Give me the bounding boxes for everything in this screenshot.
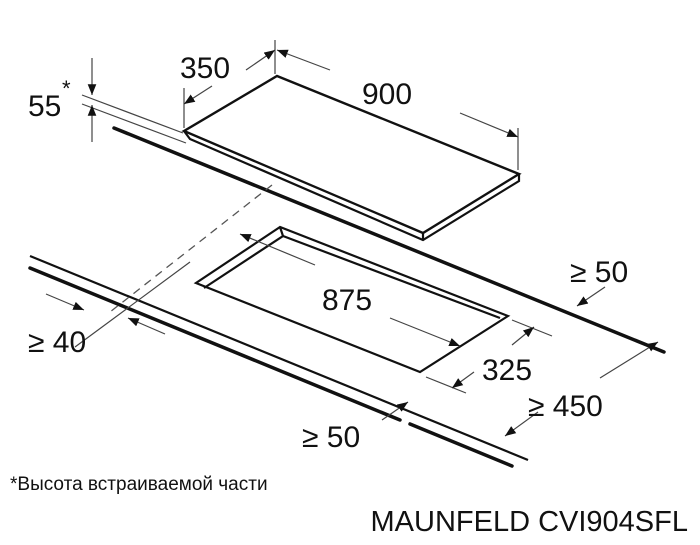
hob <box>81 74 522 242</box>
countertop-back-edge <box>112 126 666 354</box>
model-name: MAUNFELD CVI904SFL <box>370 506 689 538</box>
side-clearance-label: ≥ 40 <box>28 326 86 359</box>
countertop-front-edge <box>28 266 402 422</box>
built-in-height-label: 55 <box>28 90 61 123</box>
front-clearance-label: ≥ 50 <box>302 421 360 454</box>
countertop-depth-label: ≥ 450 <box>528 390 603 423</box>
countertop-front-edge-right <box>408 422 514 468</box>
footnote: *Высота встраиваемой части <box>10 474 268 495</box>
cutout-width-label: 875 <box>322 284 372 317</box>
built-in-height-asterisk: * <box>62 76 71 101</box>
hob-width-label: 900 <box>362 78 412 111</box>
dashed-projection-line <box>109 184 273 313</box>
cutout-depth-label: 325 <box>482 354 532 387</box>
back-clearance-label: ≥ 50 <box>570 256 628 289</box>
cutout <box>193 225 511 374</box>
countertop-front-edge-top <box>29 254 529 462</box>
hob-depth-label: 350 <box>180 52 230 85</box>
